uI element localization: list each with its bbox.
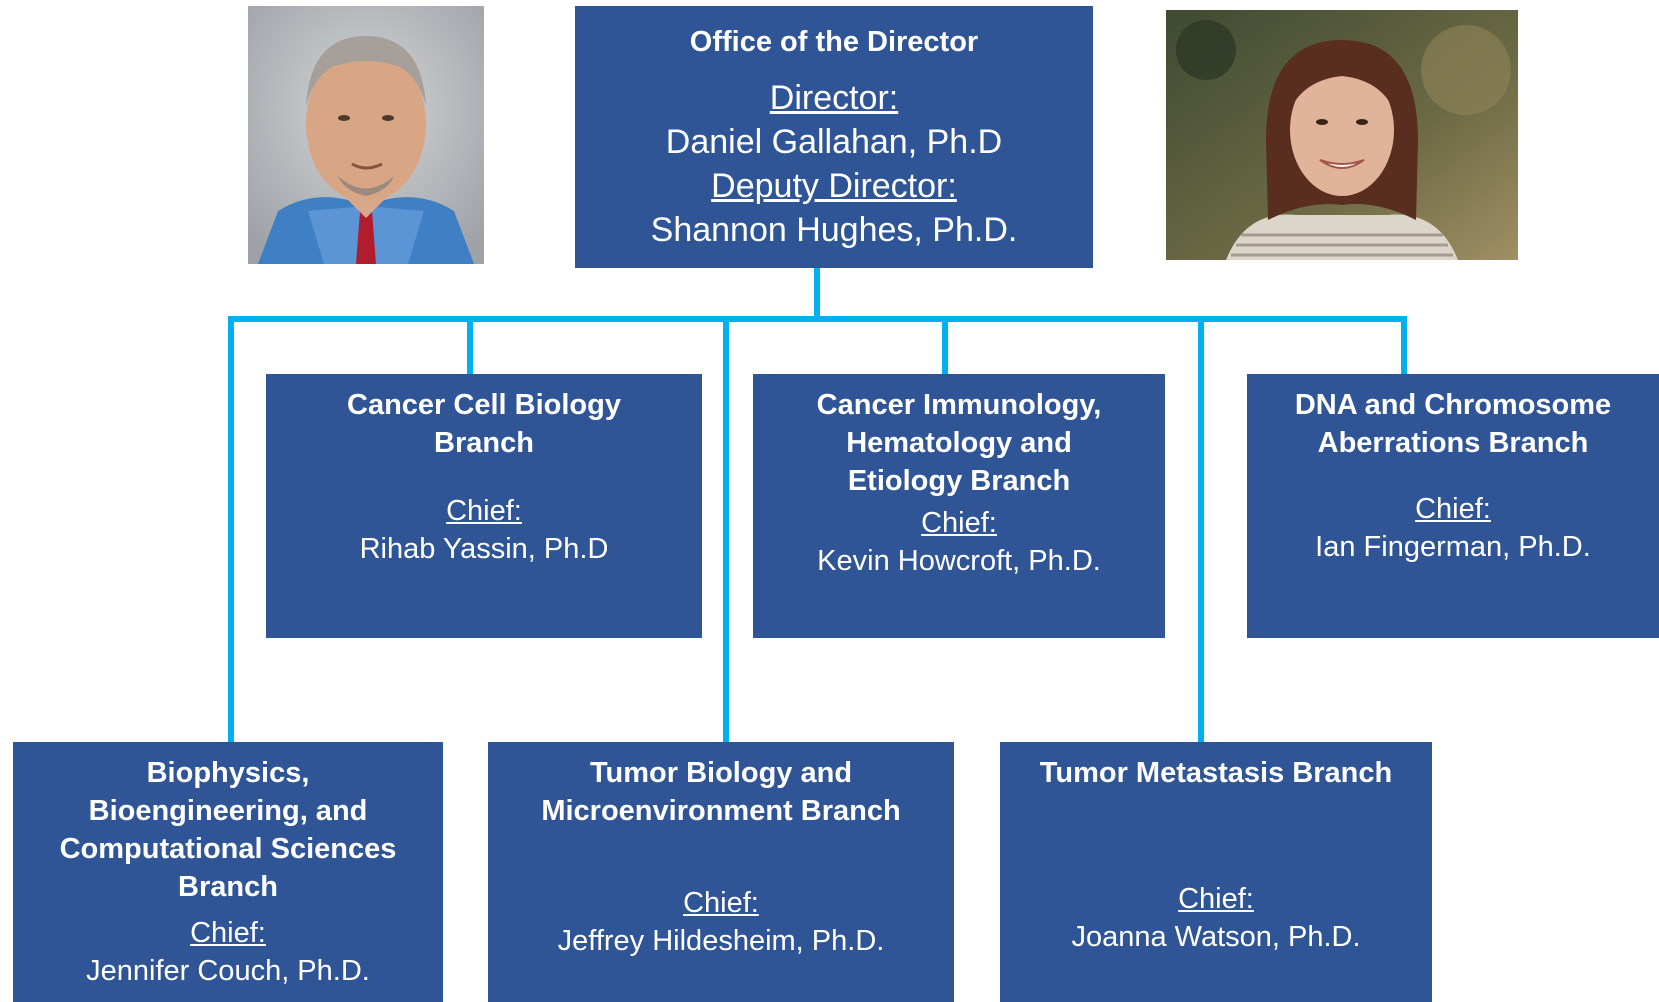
branch-title-line: Biophysics, (146, 757, 310, 789)
man-portrait-image (248, 6, 484, 264)
dna-chromosome-aberrations-branch-box: DNA and Chromosome Aberrations Branch Ch… (1247, 374, 1659, 638)
chief-name: Joanna Watson, Ph.D. (1071, 921, 1361, 953)
woman-portrait-image (1166, 10, 1518, 260)
chief-role-label: Chief: (1178, 883, 1254, 915)
branch-title-line: Branch (434, 427, 534, 459)
branch-title-line: Microenvironment Branch (541, 795, 901, 827)
chief-role-label: Chief: (683, 887, 759, 919)
branch-title-line: Branch (178, 871, 278, 903)
connector-biophysics (228, 318, 234, 742)
deputy-director-name: Shannon Hughes, Ph.D. (650, 211, 1018, 249)
branch-title-line: Aberrations Branch (1317, 427, 1589, 459)
branch-title-line: Bioengineering, and (88, 795, 368, 827)
chief-name: Rihab Yassin, Ph.D (359, 533, 609, 565)
connector-dna-chromosome (1401, 318, 1407, 374)
portrait-photo-right (1166, 10, 1518, 260)
cancer-cell-biology-branch-box: Cancer Cell Biology Branch Chief: Rihab … (266, 374, 702, 638)
chief-name: Ian Fingerman, Ph.D. (1315, 531, 1591, 563)
office-title: Office of the Director (689, 26, 979, 58)
chief-role-label: Chief: (190, 917, 266, 949)
branch-title-line: Cancer Immunology, (816, 389, 1102, 421)
connector-cancer-immunology (942, 318, 948, 374)
branch-title-line: Cancer Cell Biology (347, 389, 621, 421)
connector-tumor-metastasis (1198, 318, 1204, 742)
biophysics-bioengineering-branch-box: Biophysics, Bioengineering, and Computat… (13, 742, 443, 1002)
branch-title-line: Tumor Biology and (589, 757, 853, 789)
chief-role-label: Chief: (921, 507, 997, 539)
office-of-the-director-box: Office of the Director Director: Daniel … (575, 6, 1093, 268)
branch-title-line: Computational Sciences (59, 833, 397, 865)
chief-role-label: Chief: (1415, 493, 1491, 525)
chief-role-label: Chief: (446, 495, 522, 527)
chief-name: Jeffrey Hildesheim, Ph.D. (557, 925, 885, 957)
branch-title-line: Hematology and (846, 427, 1072, 459)
cancer-immunology-branch-box: Cancer Immunology, Hematology and Etiolo… (753, 374, 1165, 638)
branch-title-line: DNA and Chromosome (1294, 389, 1612, 421)
connector-tumor-biology (723, 318, 729, 742)
chief-name: Kevin Howcroft, Ph.D. (817, 545, 1101, 577)
portrait-photo-left (248, 6, 484, 264)
connector-cancer-cell-biology (467, 318, 473, 374)
tumor-metastasis-branch-box: Tumor Metastasis Branch Chief: Joanna Wa… (1000, 742, 1432, 1002)
branch-title-line: Tumor Metastasis Branch (1039, 757, 1393, 789)
chief-name: Jennifer Couch, Ph.D. (86, 955, 370, 987)
connector-trunk (814, 268, 820, 318)
director-role-label: Director: (769, 79, 899, 117)
deputy-director-role-label: Deputy Director: (711, 167, 957, 205)
director-name: Daniel Gallahan, Ph.D (665, 123, 1003, 161)
tumor-biology-microenvironment-branch-box: Tumor Biology and Microenvironment Branc… (488, 742, 954, 1002)
branch-title-line: Etiology Branch (847, 465, 1071, 497)
connector-bus (228, 316, 1407, 322)
